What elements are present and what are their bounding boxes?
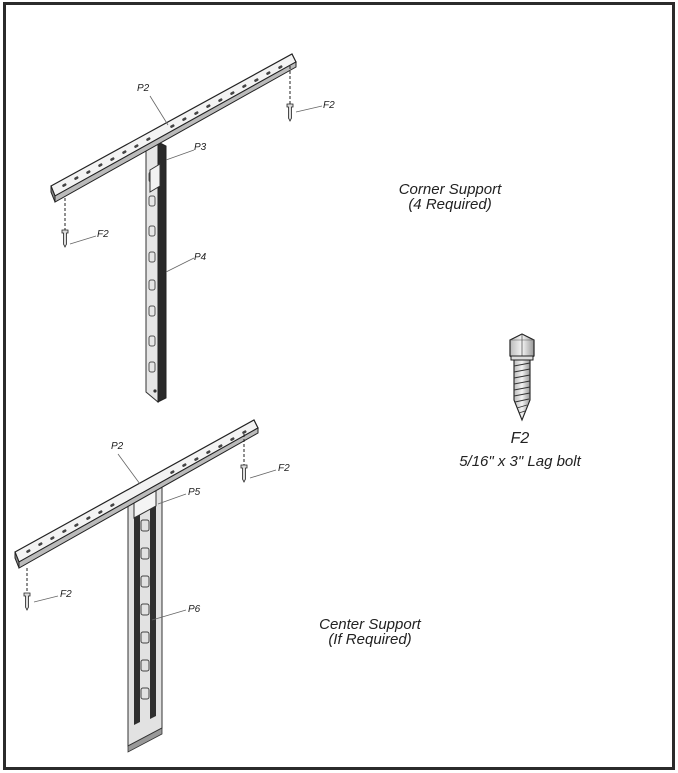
corner-bolt-left	[61, 198, 69, 248]
corner-label-p2: P2	[137, 83, 150, 94]
corner-label-p3: P3	[194, 142, 207, 153]
center-label-f2-left: F2	[60, 589, 72, 600]
bolt-code: F2	[510, 430, 530, 447]
center-leaders	[33, 453, 277, 621]
bolt-description: 5/16" x 3" Lag bolt	[459, 453, 581, 470]
corner-leaders	[69, 95, 323, 273]
lag-bolt-illustration	[509, 333, 535, 422]
center-support-qty: (If Required)	[328, 631, 412, 648]
center-bolt-left	[23, 568, 31, 611]
center-label-p2: P2	[111, 441, 124, 452]
center-rail-p2	[14, 419, 259, 569]
corner-rail-p2	[50, 53, 297, 203]
corner-clip-p3	[149, 163, 161, 193]
center-bolt-right	[240, 434, 248, 483]
corner-bracket-p4	[145, 141, 167, 404]
center-label-p6: P6	[188, 604, 201, 615]
corner-label-p4: P4	[194, 252, 207, 263]
center-label-p5: P5	[188, 487, 201, 498]
corner-support-qty: (4 Required)	[408, 196, 492, 213]
corner-label-f2-right: F2	[323, 100, 335, 111]
corner-support-caption: Corner Support (4 Required)	[380, 182, 520, 212]
center-support-title: Center Support	[319, 616, 421, 633]
corner-support-assembly	[50, 53, 323, 404]
center-support-assembly	[14, 419, 277, 753]
corner-label-f2-left: F2	[97, 229, 109, 240]
center-support-caption: Center Support (If Required)	[295, 617, 445, 647]
corner-support-title: Corner Support	[398, 181, 502, 198]
center-bracket-p6	[127, 481, 163, 753]
corner-bolt-right	[286, 66, 294, 122]
diagram-frame	[3, 2, 675, 770]
center-label-f2-right: F2	[278, 463, 290, 474]
